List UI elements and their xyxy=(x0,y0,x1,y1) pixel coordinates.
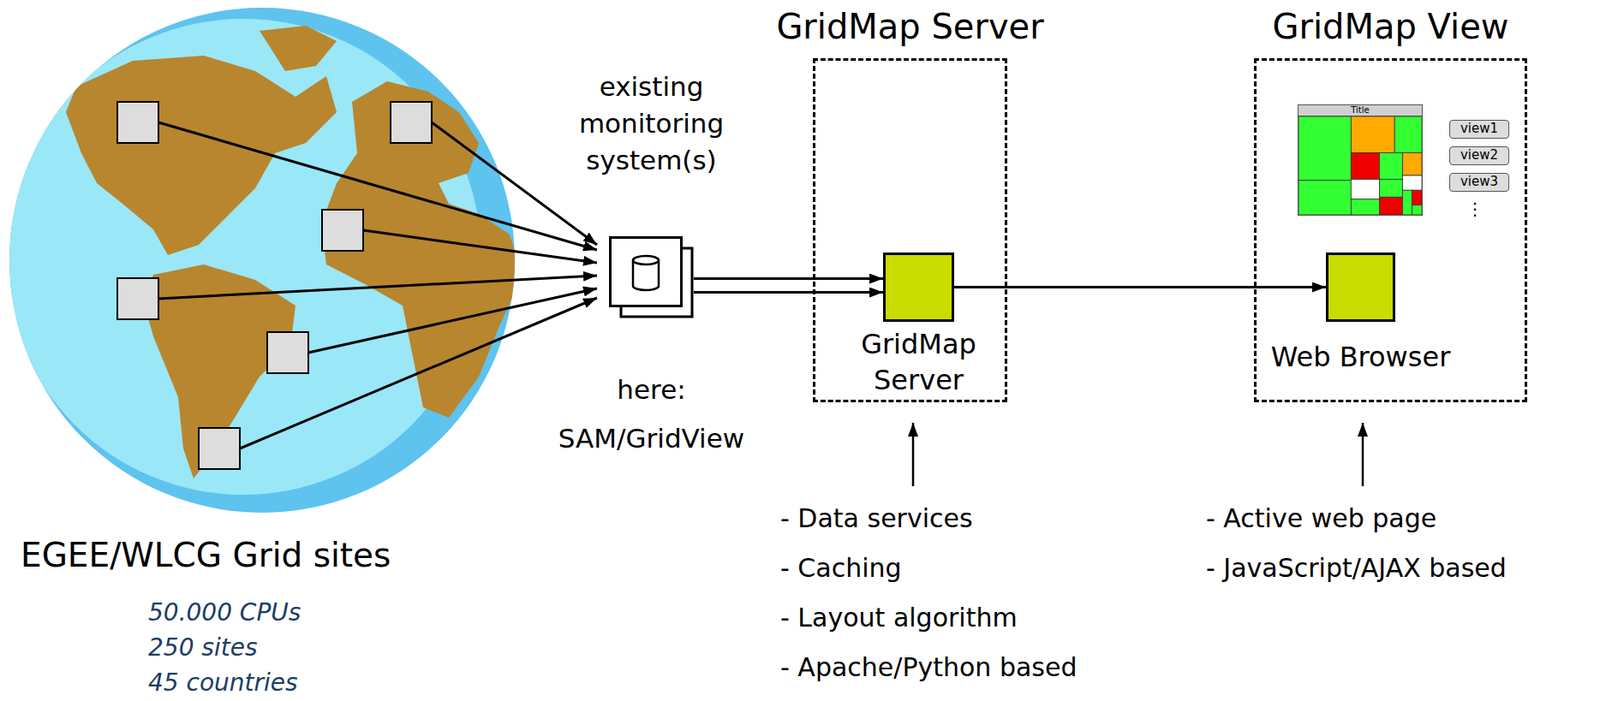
site-square xyxy=(322,209,364,251)
globe-surface xyxy=(5,18,523,496)
box-caption: GridMap Server xyxy=(833,326,1005,399)
data-flow-arrow xyxy=(954,286,1326,288)
treemap-cell xyxy=(1298,180,1351,215)
flow-line xyxy=(693,277,884,281)
group-title: GridMap View xyxy=(1272,5,1510,48)
more-dots: ⋮ xyxy=(1466,198,1484,220)
site-links xyxy=(158,122,598,449)
group-title: GridMap Server xyxy=(776,5,1044,48)
database-symbol xyxy=(608,236,694,319)
server-frame xyxy=(610,238,682,307)
data-flow-arrow xyxy=(693,279,884,293)
site-square xyxy=(267,332,309,374)
site-link xyxy=(308,288,598,353)
treemap-cell xyxy=(1402,190,1413,215)
treemap-title: Title xyxy=(1298,105,1422,117)
view-button: view2 xyxy=(1449,146,1510,166)
feature-item: - JavaScript/AJAX based xyxy=(1205,553,1507,585)
feature-item: - Apache/Python based xyxy=(780,652,1077,684)
site-group-label: EGEE/WLCG Grid sites xyxy=(20,536,391,577)
database-icon: existing monitoring system(s)here: SAM/G… xyxy=(608,236,694,319)
site-square xyxy=(390,101,432,144)
pointer-arrows xyxy=(913,423,1363,487)
treemap-cell xyxy=(1402,153,1422,176)
treemap-cell xyxy=(1379,153,1403,180)
pointer-arrow xyxy=(1361,423,1365,487)
continent xyxy=(321,81,523,418)
treemap-cell xyxy=(1350,116,1395,154)
site-square xyxy=(198,428,240,470)
view-label: view3 xyxy=(1450,173,1509,191)
box-caption: Web Browser xyxy=(1232,339,1490,376)
treemap-cell xyxy=(1350,153,1380,180)
site-square xyxy=(117,101,159,144)
continent xyxy=(259,25,337,72)
system-caption: existing monitoring system(s) xyxy=(549,68,755,180)
view-group: Titleview1view2view3Web BrowserGridMap V… xyxy=(1253,58,1528,403)
treemap-cell xyxy=(1350,179,1380,200)
server-box: GridMap Server xyxy=(883,252,955,323)
flow-line xyxy=(693,291,884,294)
treemap-cell xyxy=(1411,190,1422,205)
treemap-cell xyxy=(1402,175,1422,191)
view-button: view1 xyxy=(1449,119,1510,139)
treemap-cell xyxy=(1411,205,1422,216)
grid-sites xyxy=(117,101,432,470)
site-link xyxy=(158,275,598,299)
feature-item: - Data services xyxy=(780,503,974,535)
treemap-cell xyxy=(1394,116,1422,154)
view-label: view2 xyxy=(1450,147,1509,164)
browser-box: Web Browser xyxy=(1325,252,1396,323)
cylinder-top xyxy=(632,256,659,265)
treemap-view: Title xyxy=(1297,104,1423,216)
site-square xyxy=(117,278,159,320)
feature-item: - Active web page xyxy=(1205,503,1437,535)
stat-note: 45 countries xyxy=(148,668,299,699)
feature-item: - Layout algorithm xyxy=(780,602,1018,634)
treemap-cells xyxy=(1298,116,1422,215)
view-label: view1 xyxy=(1450,120,1509,138)
site-link xyxy=(363,230,598,263)
treemap-cell xyxy=(1350,199,1380,215)
continent xyxy=(65,55,337,256)
treemap-cell xyxy=(1298,116,1351,181)
server-group: GridMap ServerGridMap Server xyxy=(812,58,1008,403)
treemap-cell xyxy=(1379,179,1403,198)
stat-note: 250 sites xyxy=(148,633,258,663)
view-button: view3 xyxy=(1449,173,1510,192)
stat-note: 50.000 CPUs xyxy=(148,598,301,628)
feature-item: - Caching xyxy=(780,553,902,585)
site-link xyxy=(158,122,598,251)
treemap-cell xyxy=(1379,197,1403,215)
pointer-arrow xyxy=(912,423,915,487)
system-note: here: SAM/GridView xyxy=(531,365,772,464)
flow-line xyxy=(954,286,1326,289)
site-link xyxy=(239,298,598,449)
globe xyxy=(5,7,523,514)
